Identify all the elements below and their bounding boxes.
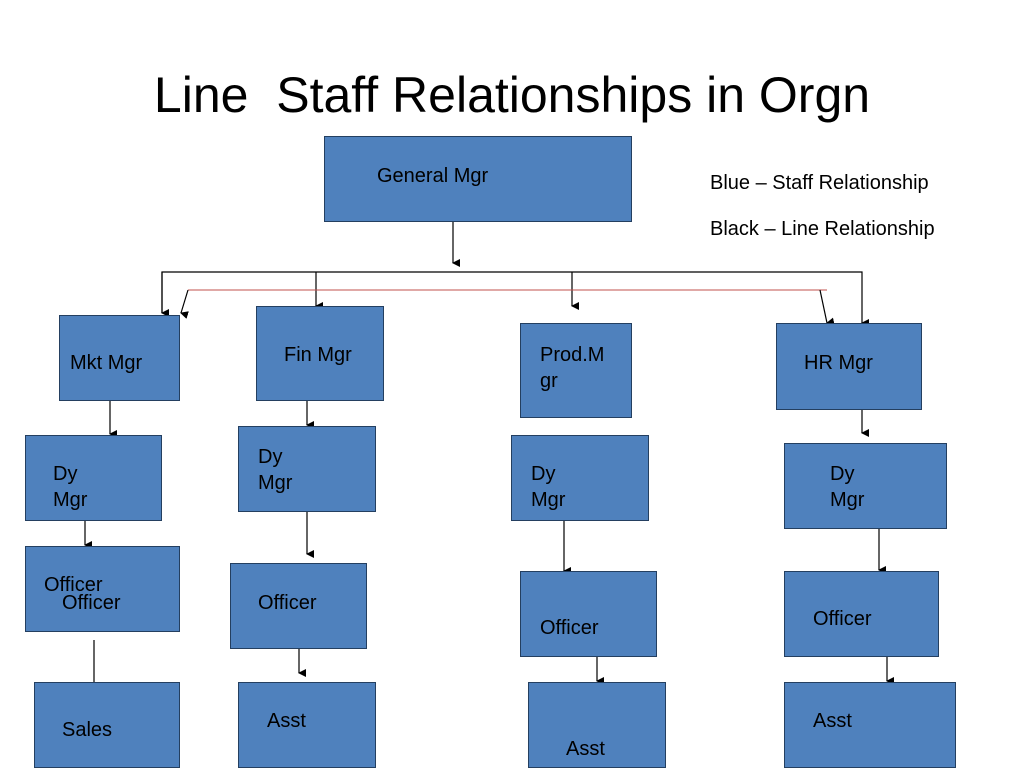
hr-officer-box [784, 571, 939, 657]
legend-line: Black – Line Relationship [710, 218, 935, 240]
staff-to-mkt [180, 289, 189, 319]
mkt-dy-mgr-label: Dy Mgr [53, 463, 88, 511]
fin-mgr-label: Fin Mgr [284, 344, 352, 366]
hr-mgr-label: HR Mgr [804, 352, 873, 374]
prod-asst-label: Asst [566, 738, 605, 760]
fin-officer-box [230, 563, 367, 649]
fin-dy-mgr-label: Dy Mgr [258, 446, 293, 494]
staff-to-hr [819, 289, 835, 326]
prod-mgr-label: Prod.M gr [540, 344, 605, 392]
prod-officer-label: Officer [540, 617, 599, 639]
fin-mgr-box [256, 306, 384, 401]
hr-asst-label: Asst [813, 710, 852, 732]
general-mgr-label: General Mgr [377, 165, 489, 187]
prod-mgr-box [520, 323, 632, 418]
fin-asst-box [238, 682, 376, 768]
mkt-mgr-label: Mkt Mgr [70, 352, 143, 374]
prod-dy-mgr-label: Dy Mgr [531, 463, 566, 511]
mkt-officer-label-a: Officer [44, 574, 103, 596]
fin-officer-label: Officer [258, 592, 317, 614]
hr-dy-mgr-box [784, 443, 947, 529]
hr-dy-mgr-label: Dy Mgr [830, 463, 865, 511]
mkt-officer-box [25, 546, 180, 632]
general-mgr-box [324, 136, 632, 222]
prod-dy-mgr-box [511, 435, 649, 521]
legend-staff: Blue – Staff Relationship [710, 172, 929, 194]
mkt-dy-mgr-box [25, 435, 162, 521]
prod-officer-box [520, 571, 657, 657]
slide-title: Line Staff Relationships in Orgn [153, 67, 871, 123]
prod-asst-box [528, 682, 666, 768]
hr-mgr-box [776, 323, 922, 410]
fin-asst-label: Asst [267, 710, 306, 732]
fin-dy-mgr-box [238, 426, 376, 512]
mkt-mgr-box [59, 315, 180, 401]
mkt-sales-label: Sales [62, 719, 113, 741]
hr-asst-box [784, 682, 956, 768]
mkt-officer-label-b: Officer [62, 592, 121, 614]
hr-officer-label: Officer [813, 608, 872, 630]
